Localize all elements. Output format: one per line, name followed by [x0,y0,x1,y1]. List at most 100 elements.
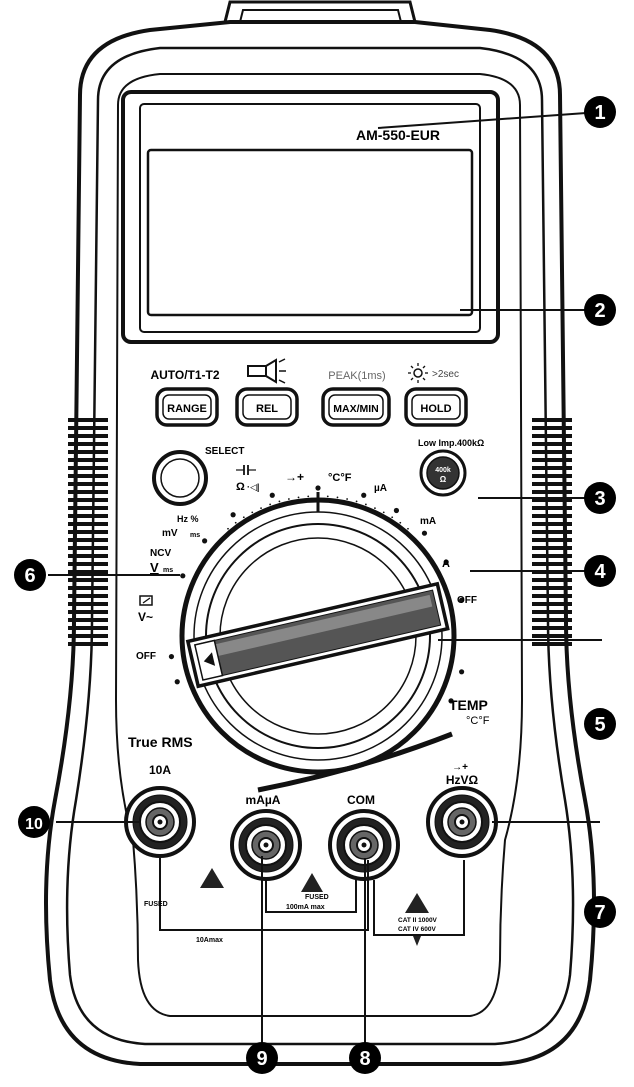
lowz-icon [139,595,153,606]
dial-position-dot [168,653,175,660]
jack-com[interactable] [328,809,400,881]
jack-10a-label: 10A [149,763,171,777]
callout-8: 8 [349,1042,381,1074]
model-label: AM-550-EUR [356,127,440,143]
dial-amp-label: A [442,558,450,570]
button-hold[interactable]: HOLD [404,387,468,427]
dial-position-dot [459,669,465,675]
callout-number: 3 [594,488,605,510]
backlight-sun-icon [408,363,428,383]
hold-button-label: HOLD [420,403,451,415]
callout-1: 1 [584,96,616,128]
cat-2-label: CAT IV 600V [398,926,436,933]
button-labels: AUTO/T1-T2 PEAK(1ms) >2sec [150,358,459,384]
callout-9: 9 [246,1042,278,1074]
dial-microamp-label: µA [374,483,387,494]
button-maxmin[interactable]: MAX/MIN [321,387,391,427]
dial-pointer-bar [185,581,450,689]
capacitor-icon [236,465,256,475]
hold-top-label: >2sec [432,369,459,380]
button-range[interactable]: RANGE [155,387,219,427]
maxmin-top-label: PEAK(1ms) [328,370,385,382]
dial-position-dot [443,559,449,565]
fuse-lines [159,858,465,936]
low-imp-caption: Low Imp.400kΩ [418,438,484,448]
jack-v-label: HzVΩ [446,773,479,787]
bottom-max-label: 10Amax [196,937,223,944]
mid-max-label: 100mA max [286,904,325,911]
callout-2: 2 [584,294,616,326]
select-label: SELECT [205,446,244,457]
fused-left-label: FUSED [144,901,168,908]
dial-off-left-label: OFF [136,651,156,662]
callout-number: 6 [24,565,35,587]
callout-number: 1 [594,102,605,124]
callout-7: 7 [584,896,616,928]
range-button-label: RANGE [167,403,207,415]
rel-button-label: REL [256,403,278,415]
dial-v-rms: ms [163,567,173,574]
dial-position-dot [230,512,236,518]
dial-position-dot [269,492,275,498]
button-rel[interactable]: REL [235,387,299,427]
jack-v-sub-label: →+ [452,762,468,773]
callout-markers: 1 2 3 4 5 6 7 8 9 10 [14,96,616,1074]
lcd-screen [146,148,474,317]
maxmin-button-label: MAX/MIN [333,403,379,415]
grip-right [532,418,572,646]
fuse-labels: FUSED FUSED 100mA max 10Amax CAT II 1000… [144,894,438,944]
callout-number: 9 [256,1048,267,1070]
dial-diode-label: →+ [285,470,304,484]
callout-4: 4 [584,555,616,587]
svg-text:·◁|: ·◁| [247,482,259,492]
dial-ohm-label: Ω [236,481,245,493]
callout-number: 4 [594,561,606,583]
range-top-label: AUTO/T1-T2 [150,368,219,382]
dial-milliamp-label: mA [420,516,436,527]
jack-com-label: COM [347,793,375,807]
jack-10a[interactable] [124,786,196,858]
dial-position-dot [315,485,321,491]
select-button[interactable] [152,450,208,506]
callout-5: 5 [584,708,616,740]
dial-position-dot [448,698,454,704]
dial-position-dot [174,679,180,685]
dial-position-dot [393,507,400,514]
dial-v-label: V [150,560,159,575]
dial-position-dot [361,492,367,498]
dial-position-dot [202,538,208,544]
low-imp-face-top: 400k [435,467,451,474]
input-jacks [124,786,498,881]
callout-number: 8 [359,1048,370,1070]
dial-mv-rms: ms [190,532,200,539]
temp-units-label: °C°F [466,715,490,727]
callout-6: 6 [14,559,46,591]
jack-maua[interactable] [230,809,302,881]
cat-1-label: CAT II 1000V [398,917,438,924]
dial-temp-label: °C°F [328,472,352,484]
dial-lowz-v-label: V~ [138,610,153,624]
low-imp-face-bottom: Ω [440,475,447,484]
warning-icons [200,868,429,946]
grip-left [68,418,108,646]
jack-hzvohm[interactable] [426,786,498,858]
true-rms-label: True RMS [128,734,193,750]
temp-label: TEMP [449,697,488,713]
dial-off-right-label: OFF [457,595,477,606]
warning-triangle-icon [405,893,429,913]
dial-hz-label: Hz % [177,514,199,524]
dial-position-dot [180,573,186,579]
dial-ncv-label: NCV [150,548,171,559]
flashlight-icon [247,358,286,384]
rotary-switch[interactable] [179,497,457,775]
ground-icon [413,936,421,946]
warning-triangle-icon [200,868,224,888]
temp-polarity-bar [257,731,453,793]
low-imp-button[interactable]: 400k Ω [419,449,467,497]
display: AM-550-EUR [121,90,500,344]
dial-position-dots [168,485,465,704]
callout-10: 10 [18,806,50,838]
dial-labels: Ω ·◁| →+ °C°F µA mA A OFF Hz % mV ms NCV… [136,465,477,662]
